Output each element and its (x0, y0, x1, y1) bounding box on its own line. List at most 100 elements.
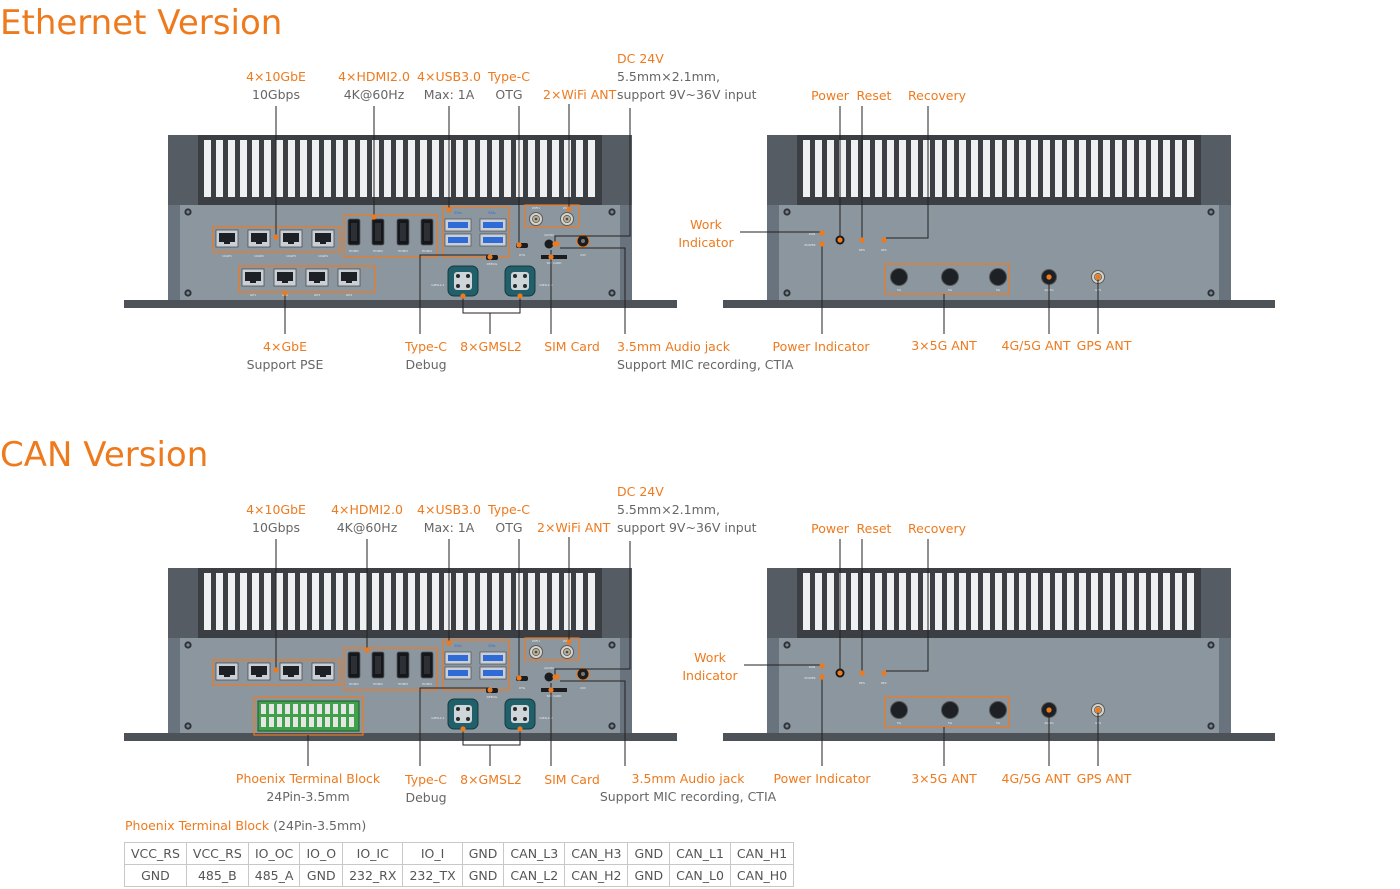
terminal-screw (349, 717, 354, 727)
port-label: HDMI1 (349, 249, 359, 253)
heatsink-fin (839, 140, 846, 197)
screw-head (186, 724, 190, 728)
heatsink-fin (396, 573, 403, 630)
port-label: GMSL2-2 (539, 716, 552, 720)
leader-dot (460, 726, 466, 732)
gmsl-pin (513, 717, 517, 721)
pinout-cell: CAN_L0 (669, 864, 731, 887)
leader-dot (1095, 707, 1101, 713)
terminal-screw (317, 717, 322, 727)
heatsink-fin (971, 573, 978, 630)
panel-label: RES (859, 681, 865, 685)
port-label: SIM CARD (547, 261, 563, 265)
leader-dot (282, 290, 288, 296)
hdmi-inner (424, 656, 430, 674)
pinout-cell: GND (299, 864, 344, 887)
usb-blue-tongue (483, 222, 503, 228)
ports-usb-group (442, 639, 510, 691)
rj45-socket (341, 272, 357, 281)
screw-head (186, 291, 190, 295)
panel-label: 5G (897, 721, 902, 725)
leader-dot (859, 670, 865, 676)
heatsink-fin (240, 573, 247, 630)
port-label: 24V (580, 686, 587, 690)
rj45-latch (256, 241, 262, 244)
heatsink-fin (552, 573, 559, 630)
eth-recovery-label: Recovery (908, 88, 966, 103)
terminal-block-title: Phoenix Terminal Block (24Pin-3.5mm) (125, 818, 367, 833)
heatsink-fin (468, 573, 475, 630)
screw-head (186, 210, 190, 214)
heatsink-fin (588, 140, 595, 197)
heatsink-fin (408, 140, 415, 197)
gmsl-pin (456, 274, 460, 278)
leader-dot (1046, 274, 1052, 280)
heatsink-fin (276, 573, 283, 630)
usb-label: SS⇆ (454, 644, 461, 648)
rj45-socket (283, 233, 299, 242)
leader-dot (446, 640, 452, 646)
screw-head (610, 724, 614, 728)
panel-label: RUN (809, 232, 816, 236)
heatsink-fin (468, 140, 475, 197)
screw-head (186, 643, 190, 647)
port-label: GE1 (250, 293, 256, 297)
heatsink-fin (815, 140, 822, 197)
eth-4g5g-ant-label: 4G/5G ANT (1001, 338, 1071, 353)
heatsink-fin (1139, 140, 1146, 197)
gmsl-pin (513, 284, 517, 288)
heatsink-fin (863, 573, 870, 630)
heatsink-fin (252, 140, 259, 197)
heatsink-fin (935, 140, 942, 197)
chassis-corner (602, 568, 632, 638)
terminal-screw (293, 717, 298, 727)
pinout-cell: GND (461, 864, 505, 887)
heatsink-fin (983, 573, 990, 630)
ports-hdmi-group (343, 214, 438, 258)
terminal-screw (285, 717, 290, 727)
heatsink-fin (839, 573, 846, 630)
heatsink-fin (1151, 140, 1158, 197)
port-label: HDMI4 (422, 249, 432, 253)
usb-label: SS⇆ (488, 211, 495, 215)
eth-gmsl-label: 8×GMSL2 (460, 339, 522, 354)
heatsink-fin (432, 573, 439, 630)
leader-dot (819, 230, 825, 236)
heatsink-fin (947, 573, 954, 630)
heatsink-fin (456, 573, 463, 630)
eth-power-indicator-label: Power Indicator (772, 339, 870, 354)
antenna-5g-group (884, 696, 1010, 728)
port-label: HDMI2 (373, 249, 383, 253)
gmsl-pin (456, 707, 460, 711)
panel-label: POWER (804, 676, 815, 680)
rj45-socket (245, 272, 261, 281)
heatsink-fin (1019, 573, 1026, 630)
screw-head (785, 210, 789, 214)
rj45-socket (219, 666, 235, 675)
sim-slot (541, 255, 567, 259)
terminal-screw (309, 717, 314, 727)
pinout-cell: 232_TX (402, 864, 463, 887)
rj45-latch (224, 674, 230, 677)
leader-dot (881, 237, 887, 243)
pinout-cell: IO_I (402, 842, 463, 865)
chassis-corner (168, 135, 198, 205)
leader-dot (566, 206, 572, 212)
port-label: 10GE4 (318, 254, 328, 258)
leader-dot (517, 726, 523, 732)
rj45-latch (288, 241, 294, 244)
heatsink-fin (1079, 573, 1086, 630)
hdmi-inner (375, 223, 381, 241)
heatsink-fin (384, 140, 391, 197)
gmsl-pin (513, 274, 517, 278)
heatsink-fin (899, 573, 906, 630)
leader-dot (566, 639, 572, 645)
sma-pin (534, 650, 538, 654)
port-label: DEBUG (487, 695, 498, 699)
terminal-screw (269, 717, 274, 727)
